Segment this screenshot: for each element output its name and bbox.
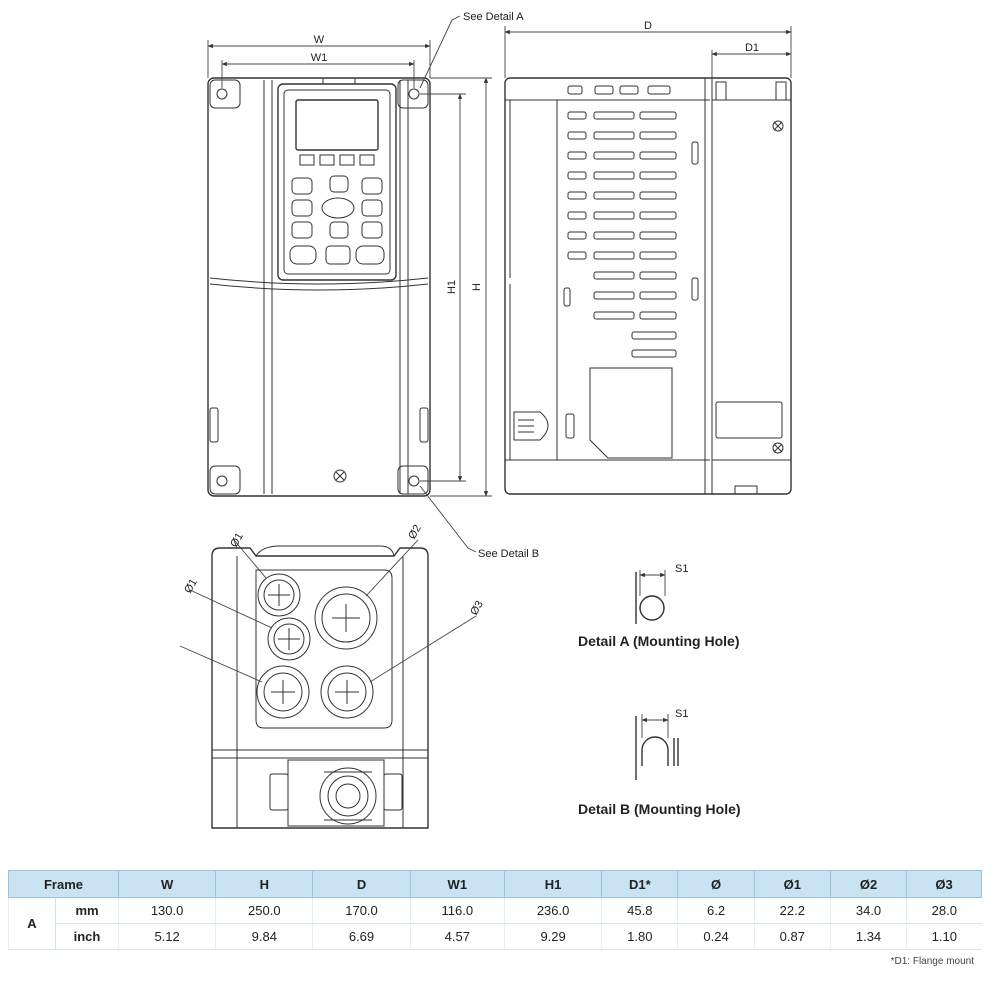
- table-cell: 6.69: [312, 923, 411, 950]
- keypad-display: [295, 99, 379, 151]
- dimension-table: Frame W H D W1 H1 D1* Ø Ø1 Ø2 Ø3 A mm 13…: [8, 870, 982, 950]
- table-cell: 170.0: [312, 897, 411, 924]
- table-cell: 236.0: [503, 897, 602, 924]
- table-cell: 1.80: [601, 923, 678, 950]
- table-cell: 28.0: [906, 897, 982, 924]
- col-header-phi: Ø: [677, 870, 755, 898]
- table-footnote: *D1: Flange mount: [890, 956, 974, 967]
- knockout-hole-phi-left: [256, 665, 310, 719]
- col-header-d: D: [312, 870, 411, 898]
- col-header-d1: D1*: [601, 870, 679, 898]
- vent-slots: [567, 111, 677, 358]
- dim-h-label: H: [471, 283, 483, 291]
- height-dimensions: H H1: [420, 77, 492, 497]
- table-cell: 116.0: [409, 897, 505, 924]
- col-header-phi3: Ø3: [906, 870, 982, 898]
- dim-phi3-label: Ø3: [468, 599, 486, 618]
- table-cell: 1.10: [906, 923, 982, 950]
- depth-dimensions: D D1: [504, 20, 792, 78]
- table-cell: 5.12: [117, 923, 216, 950]
- knockout-hole-phi1-mid: [267, 617, 311, 661]
- col-header-h1: H1: [503, 870, 603, 898]
- unit-cell: mm: [55, 897, 119, 924]
- dim-w1-label: W1: [311, 52, 328, 64]
- detail-a: S1 Detail A (Mounting Hole): [578, 563, 740, 649]
- table-cell: 130.0: [117, 897, 216, 924]
- table-cell: 6.2: [677, 897, 755, 924]
- dim-phi2-label: Ø2: [406, 523, 424, 542]
- table-row: inch 5.12 9.84 6.69 4.57 9.29 1.80 0.24 …: [9, 923, 982, 950]
- mounting-tab-bottom-right: [397, 465, 429, 495]
- table-cell: 34.0: [829, 897, 907, 924]
- dim-phi1-mid-label: Ø1: [182, 577, 200, 596]
- width-dimensions: W W1: [207, 34, 431, 88]
- keypad-panel: [277, 83, 397, 281]
- dim-d-label: D: [644, 20, 652, 32]
- see-detail-a-label: See Detail A: [463, 11, 524, 23]
- table-cell: 1.34: [829, 923, 907, 950]
- table-cell: 4.57: [409, 923, 505, 950]
- detail-a-caption: Detail A (Mounting Hole): [578, 633, 740, 649]
- knockout-hole-phi2: [314, 586, 378, 650]
- detail-callouts: See Detail A See Detail B: [419, 11, 539, 560]
- dim-h1-label: H1: [446, 280, 458, 294]
- table-cell: 250.0: [215, 897, 313, 924]
- col-header-w: W: [117, 870, 217, 898]
- bottom-view: Ø1 Ø1 Ø2 Ø3: [179, 523, 486, 829]
- table-row: A mm 130.0 250.0 170.0 116.0 236.0 45.8 …: [8, 897, 982, 950]
- knockout-hole-phi1-top: [257, 573, 301, 617]
- side-view: [504, 77, 792, 495]
- mounting-tab-top-left: [209, 79, 241, 109]
- col-header-w1: W1: [409, 870, 506, 898]
- table-cell: 0.24: [677, 923, 755, 950]
- detail-b-caption: Detail B (Mounting Hole): [578, 801, 741, 817]
- detail-b-s1-label: S1: [675, 708, 688, 720]
- frame-header: Frame: [8, 870, 119, 898]
- table-cell: 9.84: [215, 923, 313, 950]
- col-header-phi1: Ø1: [753, 870, 831, 898]
- table-cell: 9.29: [503, 923, 602, 950]
- mounting-tab-bottom-left: [209, 465, 241, 495]
- dim-d1-label: D1: [745, 42, 759, 54]
- detail-b: S1 Detail B (Mounting Hole): [578, 708, 741, 817]
- dimension-drawing: W W1 H H1 See Detail A See Detail B: [179, 11, 792, 829]
- frame-cell: A: [8, 897, 56, 950]
- dim-phi1-top-label: Ø1: [228, 531, 246, 550]
- table-cell: 22.2: [753, 897, 831, 924]
- see-detail-b-label: See Detail B: [478, 548, 539, 560]
- front-view: [207, 77, 431, 497]
- knockout-hole-phi3: [320, 665, 374, 719]
- detail-a-s1-label: S1: [675, 563, 688, 575]
- dim-w-label: W: [314, 34, 325, 46]
- col-header-h: H: [215, 870, 314, 898]
- table-header-row: Frame W H D W1 H1 D1* Ø Ø1 Ø2 Ø3: [8, 870, 982, 898]
- table-cell: 0.87: [753, 923, 831, 950]
- table-cell: 45.8: [601, 897, 678, 924]
- col-header-phi2: Ø2: [829, 870, 908, 898]
- unit-cell: inch: [55, 923, 119, 950]
